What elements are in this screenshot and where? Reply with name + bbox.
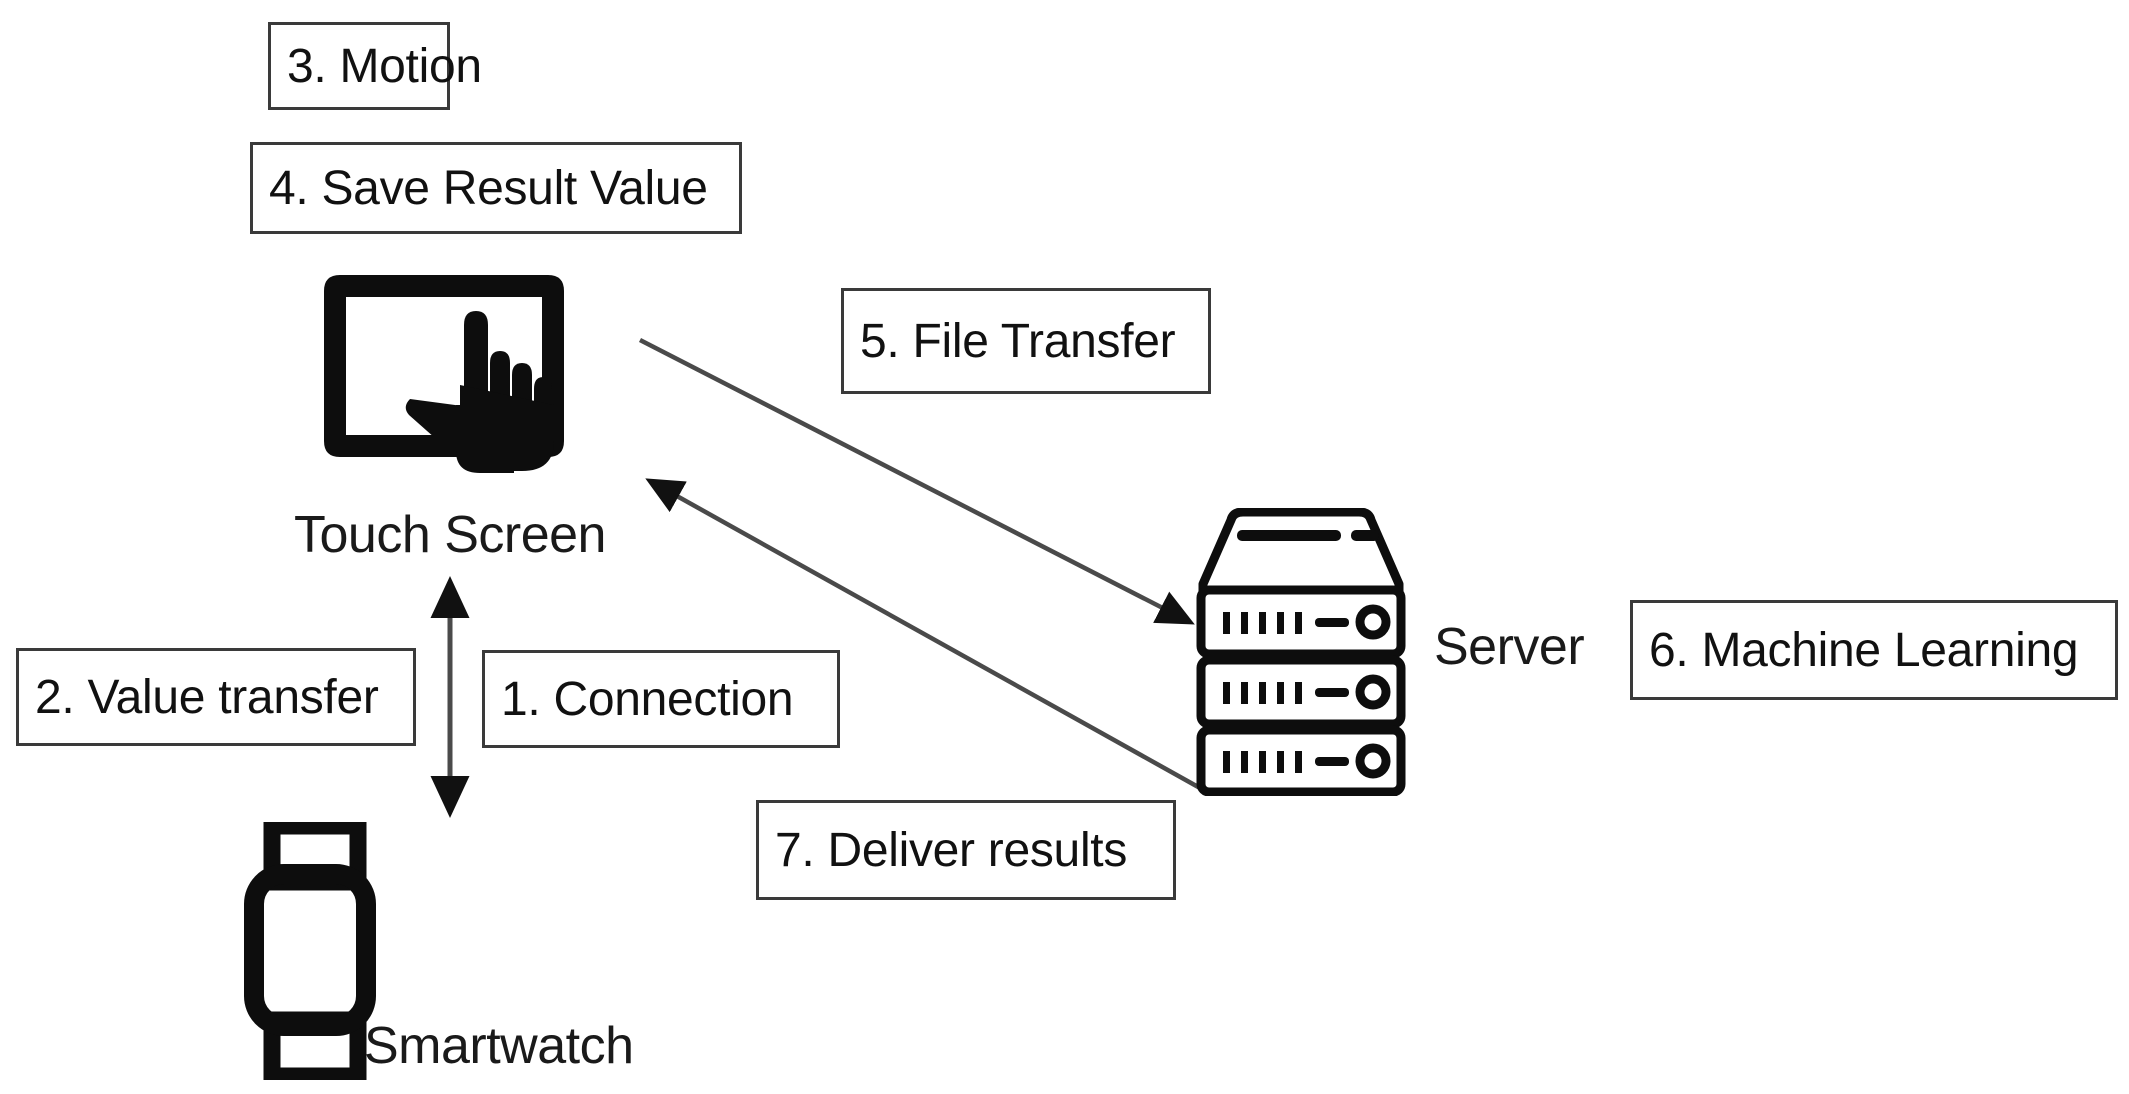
- step-box-3-motion[interactable]: 3. Motion: [268, 22, 482, 110]
- touch-screen-icon: [310, 265, 578, 495]
- step-box-6-machine-learning[interactable]: 6. Machine Learning: [1630, 600, 2118, 700]
- server-top-bar-short: [1351, 530, 1379, 541]
- pointing-hand: [405, 311, 554, 473]
- server-rack-unit: [1196, 585, 1406, 659]
- server-top: [1198, 507, 1404, 597]
- smartwatch-label: Smartwatch: [364, 1017, 634, 1075]
- step-box-2-value-transfer[interactable]: 2. Value transfer: [16, 648, 416, 746]
- step-box-7-deliver-results[interactable]: 7. Deliver results: [756, 800, 1176, 900]
- server-top-bar: [1237, 530, 1341, 541]
- server-rack-unit: [1196, 725, 1406, 797]
- server-rack-unit: [1196, 655, 1406, 729]
- step-box-1-connection[interactable]: 1. Connection: [482, 650, 840, 748]
- server-label: Server: [1434, 618, 1585, 676]
- touch-screen-label: Touch Screen: [294, 506, 606, 564]
- smartwatch-icon: [244, 817, 392, 1085]
- step-box-4-save-result-value[interactable]: 4. Save Result Value: [250, 142, 742, 234]
- watch-body: [244, 864, 376, 1036]
- step-box-5-file-transfer[interactable]: 5. File Transfer: [841, 288, 1211, 394]
- server-icon: [1195, 507, 1407, 797]
